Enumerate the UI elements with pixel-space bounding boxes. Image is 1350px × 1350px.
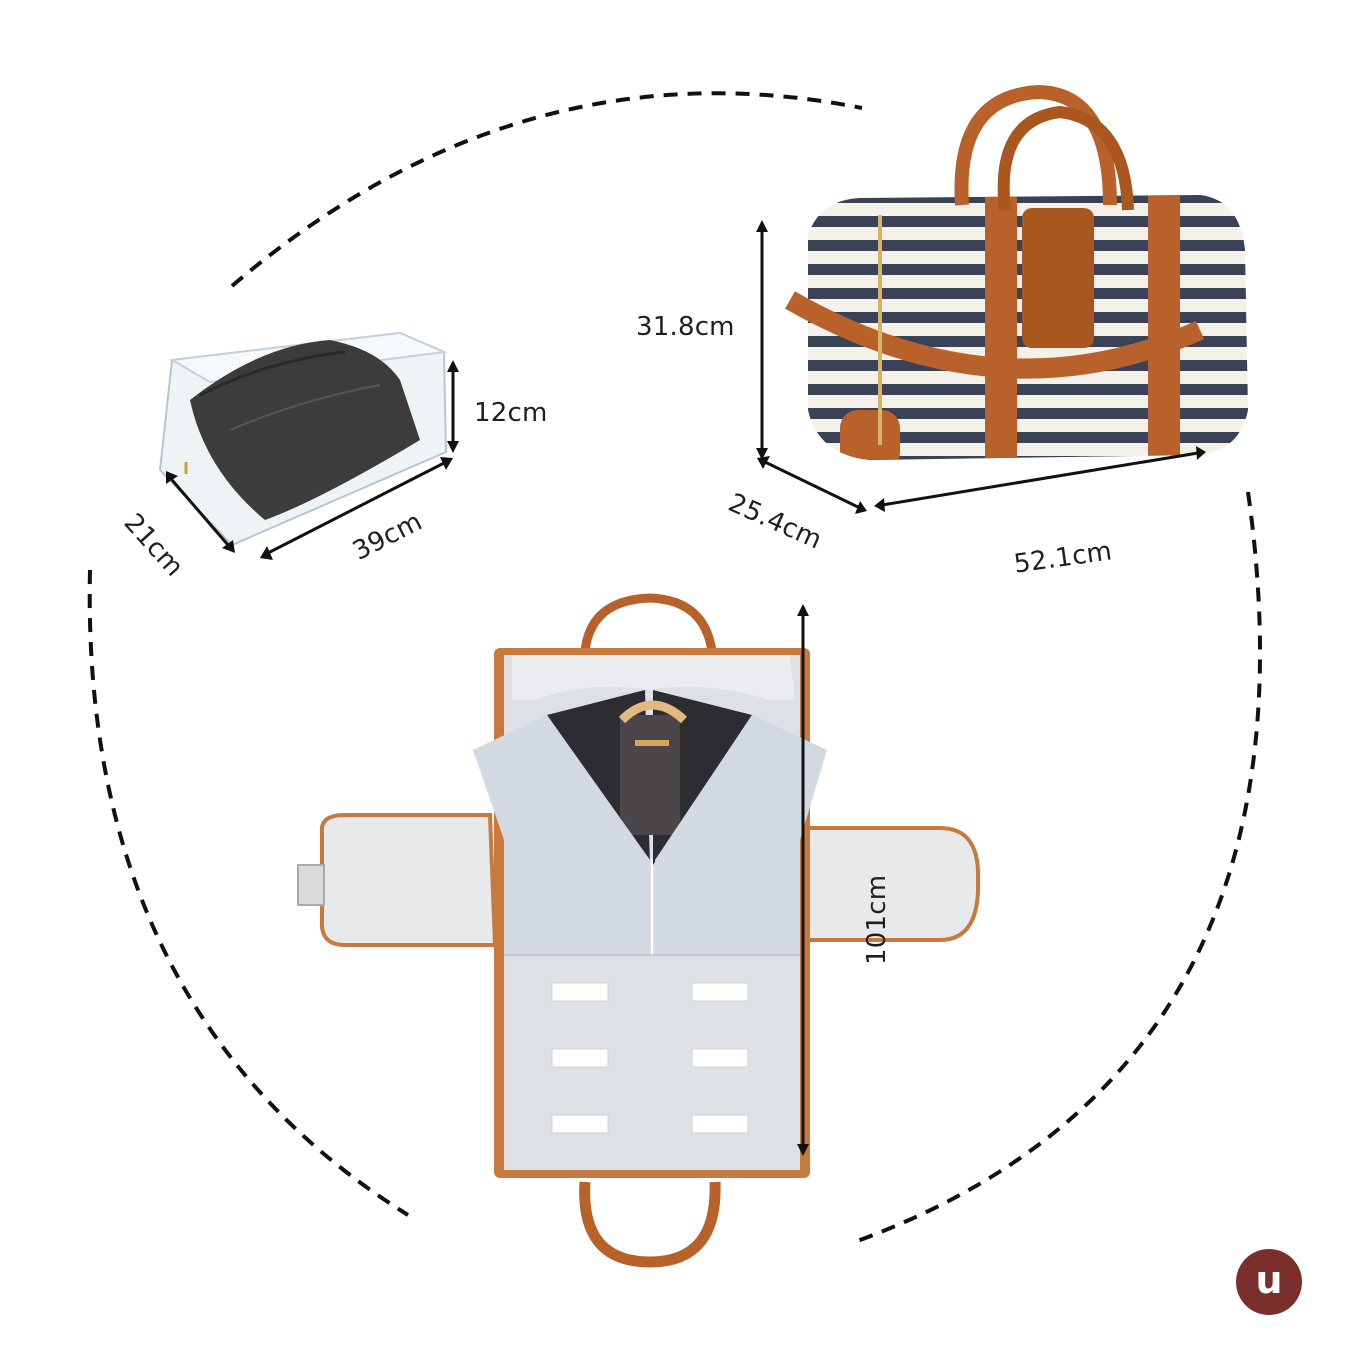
dashed-arc-right: [851, 491, 1262, 1245]
dashed-arc-left: [87, 569, 410, 1217]
velcro-strips: [551, 982, 749, 1134]
shoe-bag-height-label: 12cm: [474, 398, 548, 428]
duffel-height-label: 31.8cm: [636, 312, 735, 342]
dimension-arrows: [166, 220, 1206, 1156]
brand-logo-mark: u: [1255, 1258, 1283, 1302]
duffel-bag-illustration: [785, 84, 1248, 460]
garment-length-label: 101cm: [862, 874, 892, 965]
dashed-circle-arcs: [87, 91, 1262, 1245]
shoe-bag-illustration: [158, 331, 448, 547]
dashed-arc-top: [230, 91, 863, 288]
brand-logo: u: [1236, 1249, 1302, 1315]
garment-bag-illustration: [297, 593, 981, 1268]
